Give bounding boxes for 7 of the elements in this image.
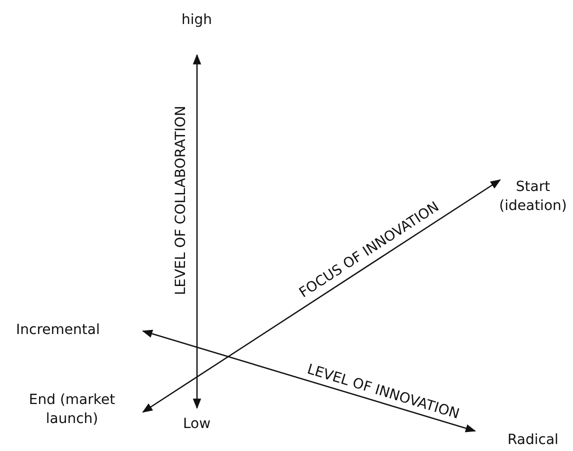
axis-title: LEVEL OF COLLABORATION [172, 105, 190, 295]
axis-label: End (market launch) [28, 391, 116, 429]
axis-label: Start (ideation) [498, 178, 568, 216]
axis-label: Incremental [16, 320, 100, 340]
axis-label: Radical [508, 430, 558, 450]
axis-label: high [182, 10, 212, 30]
axis-label: Low [183, 414, 211, 434]
